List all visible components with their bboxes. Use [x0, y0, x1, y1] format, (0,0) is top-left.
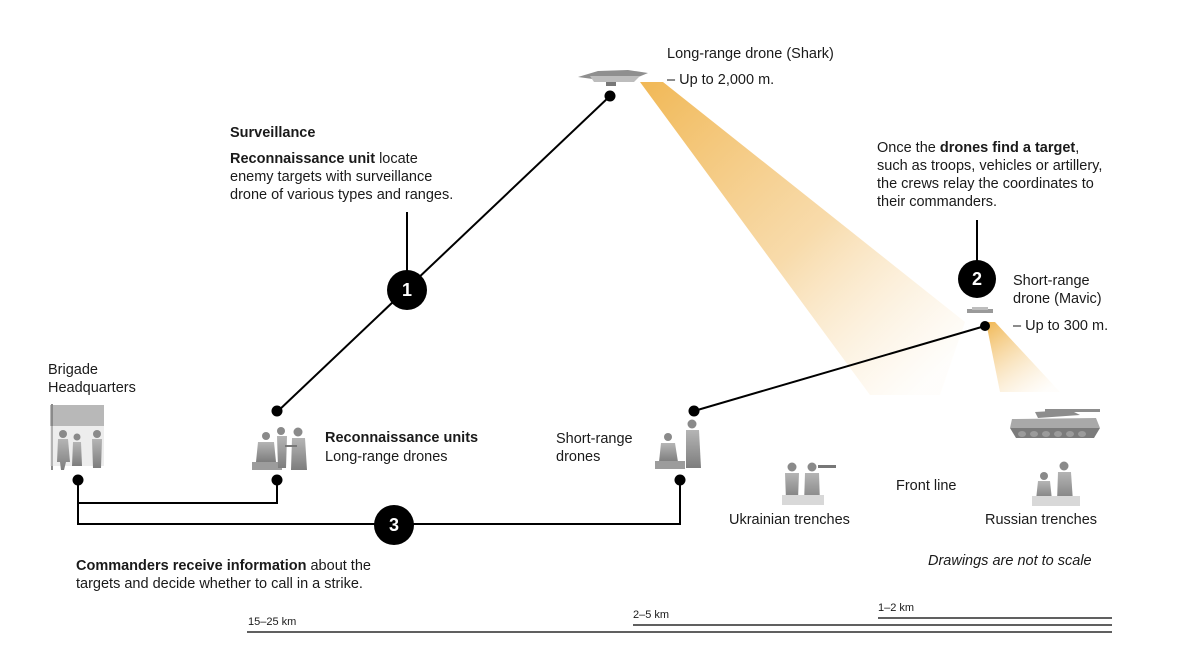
target-note-line-2: such as troops, vehicles or artillery,: [877, 158, 1103, 174]
short-drone-title-2: drone (Mavic): [1013, 291, 1102, 307]
brigade-hq-figures-icon: [50, 404, 104, 470]
short-drone-title-1: Short-range: [1013, 273, 1090, 289]
surveillance-line-1: Reconnaissance unit locate: [230, 150, 418, 168]
target-note-post: ,: [1075, 140, 1080, 156]
target-note-pre: Once the: [877, 140, 940, 156]
target-note-bold: drones find a target: [939, 140, 1076, 156]
tank-icon: [1010, 409, 1100, 438]
recon-unit-figures-icon: [252, 427, 307, 470]
long-drone-title: Long-range drone (Shark): [667, 46, 834, 62]
distance-rulers: [247, 617, 1112, 633]
surveillance-line1-rest: locate: [375, 151, 418, 167]
endpoint-dots: [72, 90, 990, 486]
target-note-line-3: the crews relay the coordinates to: [877, 176, 1094, 192]
short-range-drones-label-2: drones: [556, 449, 601, 465]
commanders-line-1: Commanders receive information about the: [76, 557, 371, 575]
short-range-drones-label-1: Short-range: [556, 431, 633, 447]
shark-drone-icon: [578, 70, 648, 86]
recon-to-shark-link: [276, 95, 611, 413]
brigade-hq-label-1: Brigade: [48, 362, 98, 378]
short-drone-beam: [986, 322, 1060, 392]
recon-units-title: Reconnaissance units: [325, 430, 479, 446]
distance-2-5-km: 2–5 km: [633, 609, 670, 621]
mavic-drone-icon: [967, 307, 993, 313]
step-1-badge: 1: [387, 270, 427, 310]
short-range-crew-figures-icon: [655, 419, 701, 469]
step-3-badge: 3: [374, 505, 414, 545]
ukrainian-soldiers-icon: [782, 462, 836, 505]
scale-note: Drawings are not to scale: [928, 553, 1092, 569]
commanders-bold: Commanders receive information: [76, 558, 307, 574]
russian-soldiers-icon: [1032, 461, 1080, 506]
surveillance-heading: Surveillance: [230, 125, 316, 141]
surveillance-bold: Reconnaissance unit: [230, 151, 376, 167]
surveillance-line-3: drone of various types and ranges.: [230, 187, 454, 203]
distance-15-25-km: 15–25 km: [248, 616, 297, 628]
long-drone-range: – Up to 2,000 m.: [667, 72, 775, 88]
distance-1-2-km: 1–2 km: [878, 602, 915, 614]
target-note-line-4: their commanders.: [877, 194, 998, 210]
step-2-badge: 2: [958, 260, 996, 298]
crew-to-mavic-link: [693, 325, 986, 412]
russian-trenches-label: Russian trenches: [985, 512, 1098, 528]
commanders-line-2: targets and decide whether to call in a …: [76, 576, 363, 592]
commanders-rest: about the: [306, 558, 371, 574]
short-drone-range: – Up to 300 m.: [1013, 318, 1109, 334]
front-line-label: Front line: [896, 478, 957, 494]
brigade-hq-label-2: Headquarters: [48, 380, 136, 396]
long-drone-beam: [640, 82, 965, 395]
recon-units-subtitle: Long-range drones: [325, 449, 448, 465]
surveillance-line-2: enemy targets with surveillance: [230, 169, 433, 185]
target-note-line-1: Once the drones find a target,: [877, 139, 1079, 157]
hq-to-recon-link: [77, 480, 278, 504]
ukrainian-trenches-label: Ukrainian trenches: [729, 512, 850, 528]
